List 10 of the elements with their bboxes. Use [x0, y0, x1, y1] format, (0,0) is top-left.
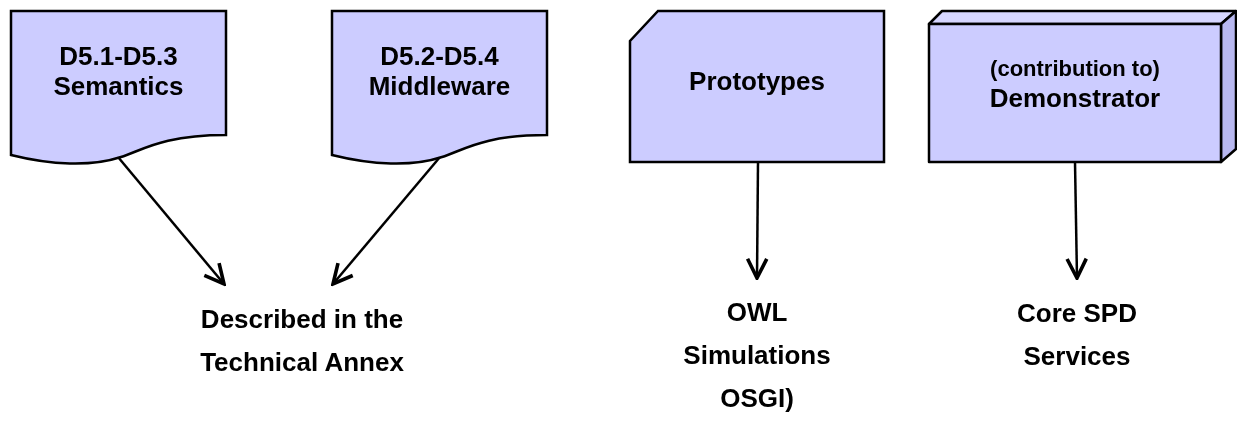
arrow: [117, 156, 226, 286]
arrow: [745, 162, 769, 280]
text-label: Described in the Technical Annex: [199, 303, 405, 379]
text-label: Core SPD Services: [1016, 297, 1138, 373]
node-label: D5.2-D5.4 Middleware: [367, 41, 512, 101]
node-label: Demonstrator: [989, 82, 1161, 113]
node-label: (contribution to): [990, 54, 1160, 83]
node-label: Prototypes: [689, 66, 825, 96]
text-label: OWL Simulations OSGI): [682, 295, 832, 415]
node-label: D5.1-D5.3 Semantics: [52, 41, 185, 101]
